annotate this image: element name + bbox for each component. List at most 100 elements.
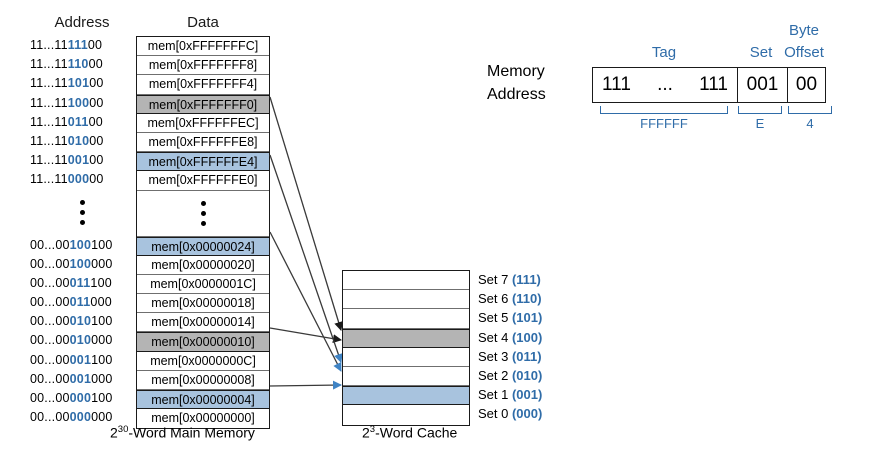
- address-row: 00...00100000: [30, 255, 134, 274]
- address-row: 00...00010100: [30, 312, 134, 331]
- memory-data-cell: mem[0x00000014]: [137, 313, 269, 333]
- address-row: 11...1111000: [30, 55, 134, 74]
- address-tag-bits: 00...00: [30, 410, 70, 425]
- address-set-bits: 011: [69, 275, 91, 290]
- cache-set-name: Set 5: [478, 310, 512, 326]
- tag-bits-ellipsis: ...: [657, 74, 673, 95]
- memory-ellipsis-row: [137, 191, 269, 237]
- cache-set-row: [343, 290, 469, 310]
- address-tag-bits: 00...00: [30, 391, 70, 405]
- address-offset-bits: 00: [89, 153, 104, 168]
- address-set-bits: 100: [69, 256, 92, 271]
- cache-set-label: Set 4 (100): [478, 328, 598, 347]
- cache-set-row: [343, 348, 469, 367]
- address-row: 00...00001000: [30, 370, 134, 389]
- memory-data-cell: mem[0xFFFFFFF0]: [137, 94, 269, 114]
- address-row: 11...1101100: [30, 113, 134, 132]
- memory-data-cell: mem[0x00000008]: [137, 371, 269, 390]
- memory-address-label-line1: Memory: [487, 63, 545, 80]
- address-set-bits: 010: [69, 314, 92, 329]
- vertical-ellipsis-icon: [79, 200, 85, 225]
- address-set-bits: 000: [69, 391, 92, 405]
- memory-data-cell: mem[0x00000024]: [137, 236, 269, 256]
- cache-set-row: [343, 405, 469, 424]
- address-tag-bits: 11...11: [30, 114, 68, 129]
- byte-offset-field: 00: [787, 68, 825, 102]
- set-field: 001: [737, 68, 787, 102]
- address-tag-bits: 00...00: [30, 237, 70, 252]
- cache-set-label: Set 5 (101): [478, 308, 598, 327]
- address-tag-bits: 00...00: [30, 314, 70, 329]
- memory-data-cell: mem[0x00000020]: [137, 256, 269, 275]
- memory-data-cell: mem[0xFFFFFFF4]: [137, 75, 269, 95]
- address-offset-bits: 000: [91, 333, 113, 348]
- memory-data-cell: mem[0xFFFFFFFC]: [137, 37, 269, 57]
- address-offset-bits: 00: [88, 114, 103, 129]
- address-set-bits: 010: [69, 333, 92, 348]
- address-set-bits: 011: [67, 114, 89, 129]
- cache-set-row: [343, 271, 469, 291]
- address-tag-bits: 00...00: [30, 295, 70, 310]
- cache-set-label: Set 3 (011): [478, 347, 598, 366]
- address-offset-bits: 000: [91, 256, 113, 271]
- tag-bits-right: 111: [699, 74, 728, 95]
- cache-set-binary: (001): [511, 387, 543, 403]
- tag-brace: [600, 106, 728, 114]
- address-row: 00...00000000: [30, 408, 134, 427]
- cache-set-binary: (111): [511, 272, 541, 287]
- cache-set-label: Set 0 (000): [478, 404, 598, 423]
- set-brace: [738, 106, 782, 114]
- cache-set-name: Set 3: [478, 348, 512, 364]
- address-offset-bits: 000: [90, 295, 112, 310]
- cache-set-name: Set 0: [478, 406, 512, 422]
- byte-field-label: Byte: [788, 22, 819, 39]
- cache-set-binary: (011): [511, 348, 542, 364]
- cache-set-binary: (110): [511, 291, 542, 307]
- cache-set-row: [343, 328, 469, 348]
- address-offset-bits: 100: [91, 352, 113, 367]
- address-set-bits: 101: [67, 76, 90, 91]
- cache-set-row: [343, 309, 469, 329]
- address-offset-bits: 00: [89, 133, 104, 148]
- memory-address-field-box: 111 ... 111 001 00: [592, 67, 826, 103]
- data-column-header: Data: [187, 14, 219, 31]
- memory-data-cell: mem[0x00000004]: [137, 390, 269, 410]
- address-row: 00...00011000: [30, 293, 134, 312]
- address-tag-bits: 11...11: [30, 95, 68, 110]
- address-row: 11...1110100: [30, 74, 134, 93]
- address-tag-bits: 00...00: [30, 333, 70, 348]
- address-offset-bits: 100: [91, 314, 113, 329]
- address-row: 11...1110000: [30, 94, 134, 113]
- tag-field: 111 ... 111: [593, 68, 737, 102]
- address-row: 00...00010000: [30, 331, 134, 350]
- address-offset-bits: 100: [90, 275, 112, 290]
- cache-set-name: Set 4: [478, 329, 512, 345]
- tag-field-label: Tag: [651, 44, 677, 61]
- memory-data-cell: mem[0xFFFFFFE8]: [137, 133, 269, 153]
- address-tag-bits: 11...11: [30, 133, 68, 148]
- cache-set-label: Set 2 (010): [478, 366, 598, 385]
- address-offset-bits: 000: [91, 410, 113, 425]
- offset-field-label: Offset: [784, 44, 824, 61]
- address-set-bits: 111: [67, 38, 88, 52]
- address-set-bits: 000: [69, 410, 92, 425]
- memory-caption-exponent: 30: [117, 424, 129, 435]
- address-row: 00...00000100: [30, 389, 134, 408]
- cache-set-labels: Set 7 (111)Set 6 (110)Set 5 (101)Set 4 (…: [478, 270, 598, 424]
- address-row: 11...1111100: [30, 36, 134, 55]
- set-field-label: Set: [749, 44, 773, 61]
- memory-address-label: Memory Address: [487, 60, 546, 106]
- address-column-header: Address: [54, 14, 110, 31]
- cache-caption-exponent: 3: [369, 424, 376, 435]
- cache-set-name: Set 6: [478, 291, 512, 307]
- memory-data-cell: mem[0xFFFFFFE4]: [137, 152, 269, 172]
- memory-data-cell: mem[0xFFFFFFE0]: [137, 171, 269, 191]
- address-offset-bits: 00: [89, 76, 104, 91]
- address-row: 00...00001100: [30, 351, 134, 370]
- cache-set-name: Set 2: [478, 367, 512, 383]
- cache-set-binary: (100): [511, 329, 543, 345]
- arrow-group-set1: [269, 154, 343, 390]
- cache-table: [342, 270, 470, 426]
